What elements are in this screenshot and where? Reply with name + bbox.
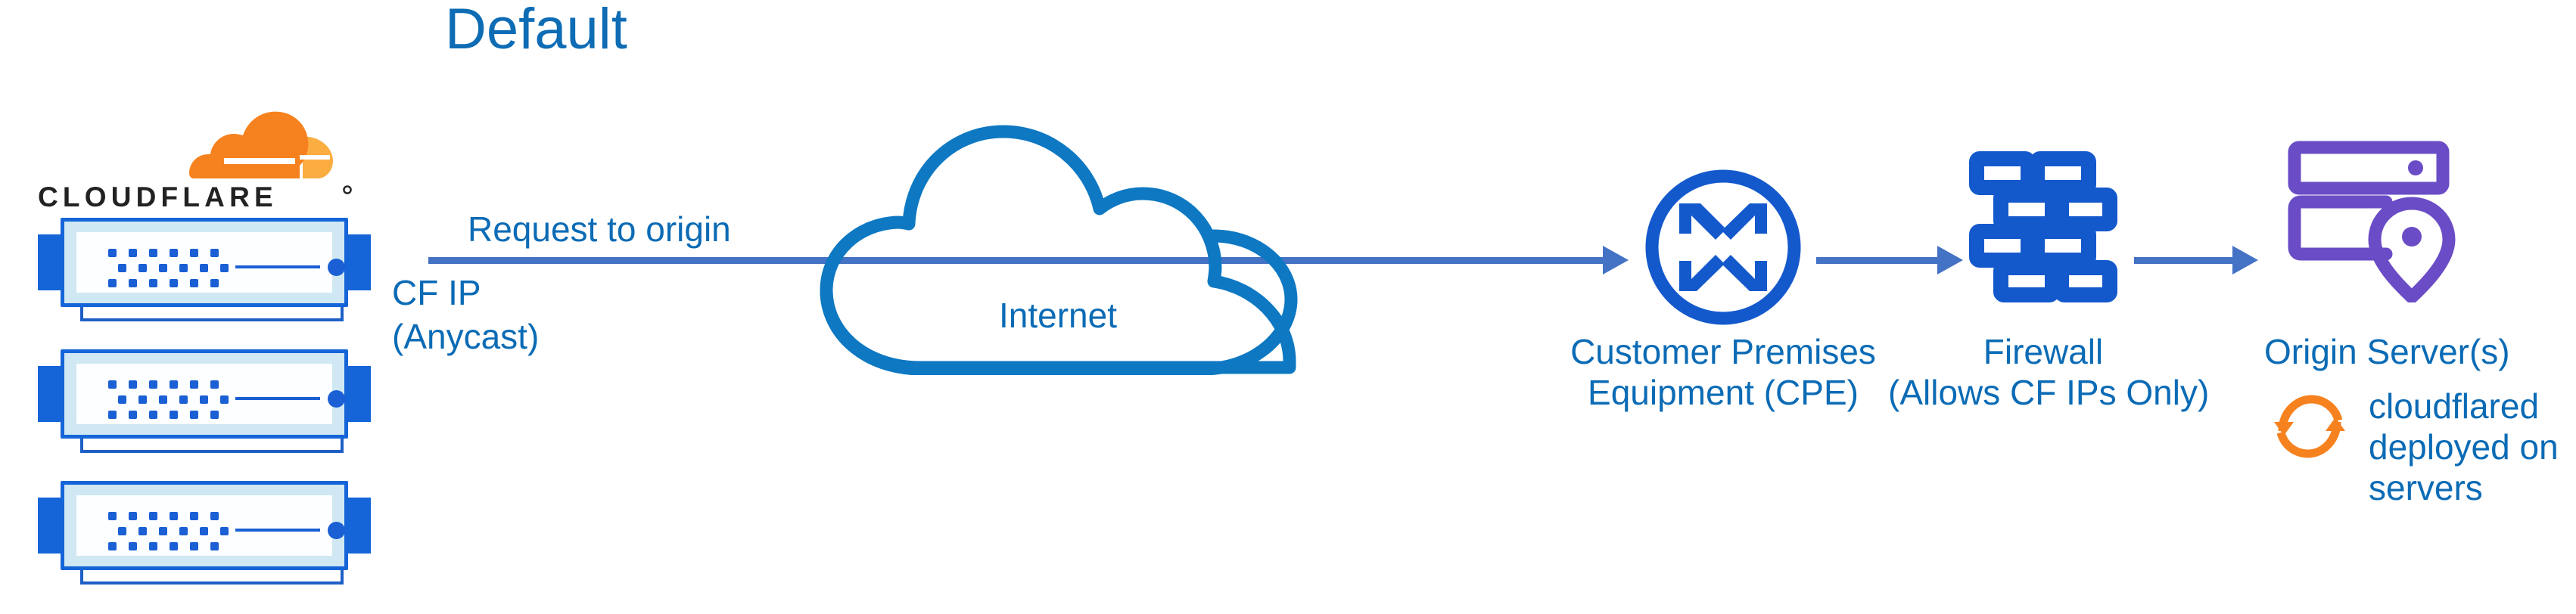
cloudflare-wordmark: CLOUDFLARE — [38, 182, 352, 212]
sync-refresh-icon — [2274, 395, 2345, 458]
firewall-label-line2: (Allows CF IPs Only) — [1888, 373, 2210, 412]
appliance-status-dot — [328, 522, 345, 539]
arrow-cpe-to-firewall-head — [1937, 246, 1963, 274]
cloudflared-annotation-line2: deployed on — [2369, 427, 2559, 467]
cf-ip-label-line1: CF IP — [392, 273, 481, 312]
appliance-status-line — [235, 397, 320, 400]
appliance-tab-left — [38, 498, 64, 554]
cloudflare-cloud-mark — [189, 111, 333, 178]
appliance-led-grid — [108, 380, 229, 420]
arrow-firewall-to-origin-head — [2232, 246, 2258, 274]
brick-wall-icon — [1969, 151, 2117, 302]
appliance-body — [61, 349, 348, 439]
appliance-face — [76, 495, 332, 556]
appliance-status-dot — [328, 259, 345, 276]
network-appliance-icon — [38, 481, 371, 590]
appliance-led-grid — [108, 512, 229, 551]
appliance-tab-right — [345, 366, 371, 422]
arrow-edge-to-cpe-head — [1603, 246, 1629, 274]
appliance-tab-right — [345, 498, 371, 554]
cloud-icon-base — [820, 229, 1298, 375]
cloudflared-annotation-line1: cloudflared — [2369, 386, 2540, 426]
appliance-body — [61, 481, 348, 570]
cloudflare-logo: CLOUDFLARE — [38, 110, 356, 216]
cloudflared-annotation-line3: servers — [2369, 468, 2483, 507]
appliance-tab-left — [38, 234, 64, 290]
appliance-face — [76, 364, 332, 424]
svg-text:CLOUDFLARE: CLOUDFLARE — [38, 182, 278, 212]
appliance-body — [61, 218, 348, 307]
origin-server-label: Origin Server(s) — [2264, 332, 2510, 371]
appliance-status-dot — [328, 390, 345, 408]
cpe-label-line1: Customer Premises — [1570, 332, 1876, 371]
router-icon — [1645, 169, 1801, 325]
arrow-edge-to-cpe-line — [428, 257, 1603, 264]
cf-ip-label-line2: (Anycast) — [392, 317, 540, 356]
appliance-tab-left — [38, 366, 64, 422]
cloud-icon — [820, 125, 1296, 374]
appliance-tab-right — [345, 234, 371, 290]
server-rack-location-pin-icon — [2288, 141, 2456, 302]
appliance-status-line — [235, 265, 320, 268]
appliance-led-grid — [108, 249, 229, 288]
firewall-label-line1: Firewall — [1983, 332, 2104, 371]
appliance-status-line — [235, 529, 320, 532]
page-title: Default — [445, 0, 627, 61]
arrow-firewall-to-origin-line — [2134, 257, 2232, 264]
network-appliance-icon — [38, 349, 371, 458]
request-to-origin-label: Request to origin — [468, 209, 731, 249]
arrow-cpe-to-firewall-line — [1816, 257, 1937, 264]
cpe-label-line2: Equipment (CPE) — [1588, 373, 1859, 412]
network-appliance-icon — [38, 218, 371, 327]
internet-label: Internet — [999, 296, 1117, 335]
appliance-face — [76, 232, 332, 293]
